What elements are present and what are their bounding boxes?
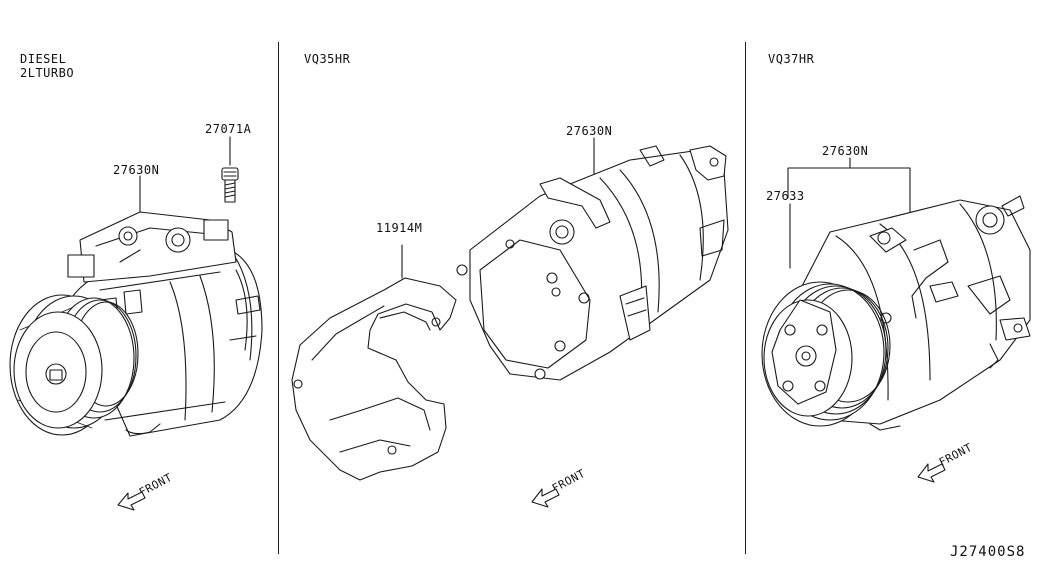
front-arrow-2 bbox=[531, 488, 560, 508]
front-arrow-1 bbox=[117, 491, 146, 511]
heat-shield-11914M[interactable] bbox=[291, 244, 457, 481]
front-arrow-3 bbox=[917, 463, 946, 483]
panel-1-heading-line-1: DIESEL bbox=[20, 52, 67, 66]
callout-27630N-vq35hr[interactable]: 27630N bbox=[566, 124, 613, 138]
compressor-vq37hr[interactable] bbox=[761, 157, 1031, 431]
panel-divider-2 bbox=[745, 42, 746, 554]
panel-1-heading-line-2: 2LTURBO bbox=[20, 66, 75, 80]
compressor-vq35hr[interactable] bbox=[456, 137, 729, 381]
callout-27633[interactable]: 27633 bbox=[766, 189, 805, 203]
bolt-27071A[interactable] bbox=[221, 167, 239, 203]
diagram-code: J27400S8 bbox=[950, 544, 1026, 560]
callout-11914M[interactable]: 11914M bbox=[376, 221, 423, 235]
panel-3-heading: VQ37HR bbox=[768, 52, 815, 66]
compressor-diesel[interactable] bbox=[9, 136, 263, 437]
callout-27630N-vq37hr[interactable]: 27630N bbox=[822, 144, 869, 158]
leader-27630N-vq37hr bbox=[787, 157, 911, 219]
panel-2-heading: VQ35HR bbox=[304, 52, 351, 66]
panel-divider-1 bbox=[278, 42, 279, 554]
callout-27071A[interactable]: 27071A bbox=[205, 122, 252, 136]
callout-27630N-diesel[interactable]: 27630N bbox=[113, 163, 160, 177]
